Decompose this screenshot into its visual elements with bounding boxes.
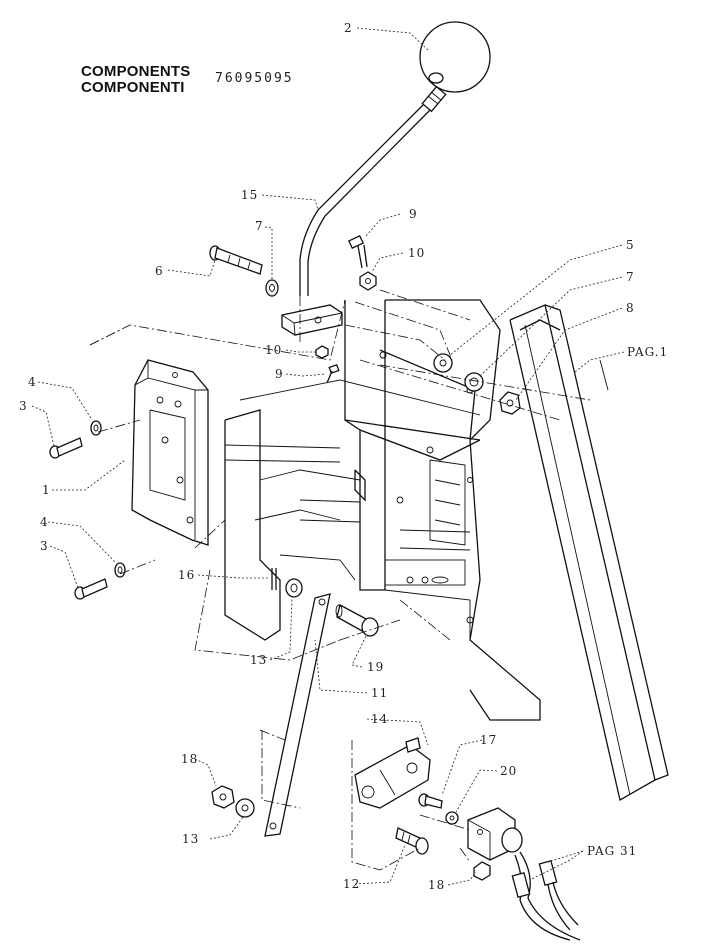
callout-13-lower: 13 <box>182 832 199 846</box>
callout-pag-1: PAG.1 <box>627 345 668 359</box>
callout-14: 14 <box>371 712 388 726</box>
bolt-9a <box>348 234 368 269</box>
callout-3-lower: 3 <box>40 539 49 553</box>
switch-connector <box>467 807 523 861</box>
title-en: COMPONENTS <box>81 63 191 80</box>
callout-1: 1 <box>42 483 51 497</box>
nut-10a <box>359 271 377 291</box>
bolt-3b <box>74 578 108 600</box>
title-it: COMPONENTI <box>81 79 185 96</box>
washer-20 <box>445 811 459 825</box>
callout-7-right: 7 <box>626 270 635 284</box>
washer-13b <box>235 798 255 818</box>
washer-4a <box>90 420 102 436</box>
callout-2: 2 <box>344 21 353 35</box>
clevis-14 <box>354 737 431 809</box>
callout-11: 11 <box>371 686 388 700</box>
callout-8: 8 <box>626 301 635 315</box>
callout-18-left: 18 <box>181 752 198 766</box>
callout-5: 5 <box>626 238 635 252</box>
washer-4b <box>114 562 126 578</box>
wiring <box>511 851 581 941</box>
nut-10b <box>315 345 329 359</box>
bolt-3a <box>49 437 83 459</box>
part-code: 76095095 <box>215 71 294 86</box>
callout-12: 12 <box>343 877 360 891</box>
pin-16 <box>271 568 277 590</box>
callout-19: 19 <box>367 660 384 674</box>
side-plate-1 <box>131 359 209 546</box>
callout-18-bottom: 18 <box>428 878 445 892</box>
rod-11 <box>264 593 331 837</box>
callout-9-top: 9 <box>409 207 418 221</box>
callout-labels: 2 15 7 9 6 10 5 7 8 PAG.1 10 9 4 3 1 4 3… <box>19 21 668 892</box>
callout-9-mid: 9 <box>275 367 284 381</box>
callout-4-lower: 4 <box>40 515 49 529</box>
bolt-12 <box>395 827 429 855</box>
main-bracket <box>224 299 541 721</box>
nut-18b <box>473 861 491 881</box>
callout-17: 17 <box>480 733 497 747</box>
callout-7-top: 7 <box>255 219 264 233</box>
callout-6: 6 <box>155 264 164 278</box>
washer-7a <box>265 279 279 297</box>
screw-17 <box>418 793 443 809</box>
knob <box>419 21 491 93</box>
callout-4-upper: 4 <box>28 375 37 389</box>
callout-3-upper: 3 <box>19 399 28 413</box>
washer-5 <box>433 353 453 373</box>
bolt-9b <box>326 363 340 384</box>
callout-15: 15 <box>241 188 258 202</box>
leader-lines <box>31 27 625 886</box>
bracket-shading <box>224 444 471 551</box>
nut-18a <box>211 785 235 809</box>
callout-13-upper: 13 <box>250 653 267 667</box>
callout-10-top: 10 <box>408 246 425 260</box>
centerlines <box>89 289 591 871</box>
callout-10-mid: 10 <box>265 343 282 357</box>
washer-13a <box>285 578 303 598</box>
frame-rails <box>509 304 669 801</box>
callout-pag-31: PAG 31 <box>587 844 637 858</box>
bolt-6 <box>209 245 263 275</box>
callout-20: 20 <box>500 764 517 778</box>
gear-lever <box>299 85 447 296</box>
lever-block <box>281 304 343 336</box>
callout-16: 16 <box>178 568 195 582</box>
pin-19 <box>335 604 379 637</box>
